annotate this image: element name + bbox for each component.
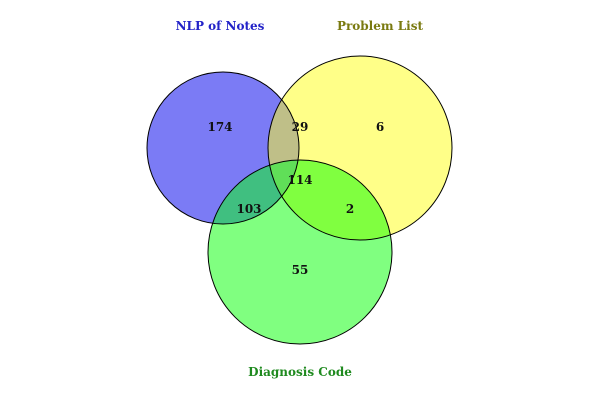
count-nlp-only: 174: [207, 120, 232, 134]
count-diagnosis-only: 55: [292, 263, 309, 277]
problem-list-label: Problem List: [337, 19, 424, 33]
count-all-three: 114: [287, 173, 312, 187]
circle-outlines: [146, 55, 453, 345]
nlp-of-notes-label: NLP of Notes: [176, 19, 265, 33]
diagnosis-code-label: Diagnosis Code: [248, 365, 352, 379]
count-nlp-diagnosis: 103: [236, 202, 261, 216]
count-nlp-problem: 29: [292, 120, 309, 134]
problem-diagnosis-overlap: [268, 160, 392, 240]
count-problem-only: 6: [376, 120, 384, 134]
count-problem-diagnosis: 2: [346, 202, 354, 216]
nlp-diagnosis-overlap: [208, 160, 299, 224]
